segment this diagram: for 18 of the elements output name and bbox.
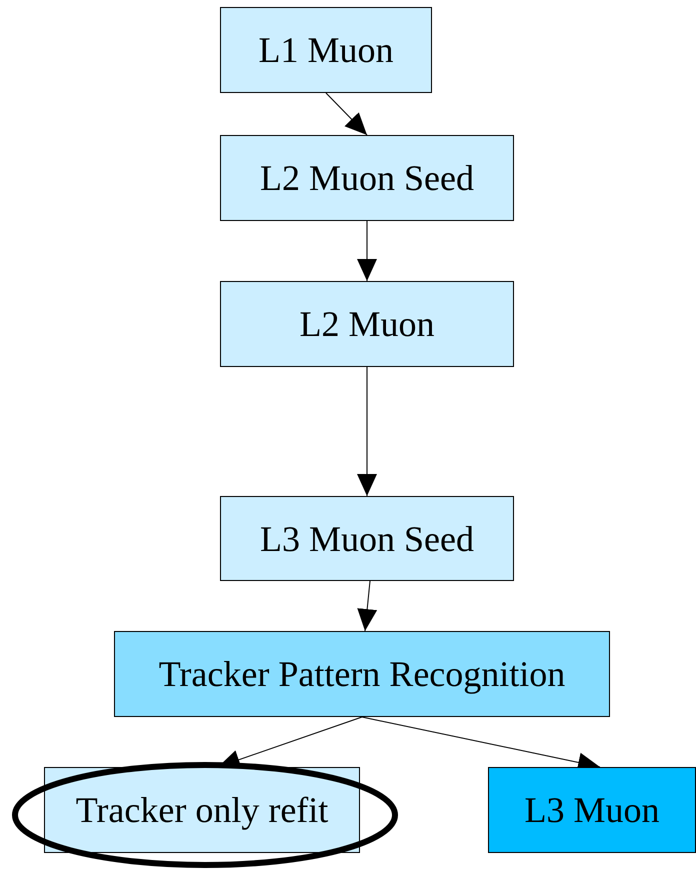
arrow <box>357 220 377 282</box>
process-box <box>44 767 360 853</box>
box-label: Tracker only refit <box>76 789 328 831</box>
arrow <box>357 366 377 496</box>
arrow <box>357 580 378 632</box>
process-box <box>220 496 514 581</box>
process-box <box>220 135 514 221</box>
box-label: Tracker Pattern Recognition <box>158 653 566 695</box>
box-label: L3 Muon <box>524 789 660 831</box>
box-label: L2 Muon <box>300 303 434 345</box>
process-box <box>488 767 696 853</box>
process-box <box>114 631 610 717</box>
box-label: L2 Muon Seed <box>260 157 474 199</box>
box-label: L1 Muon <box>258 29 394 71</box>
process-box <box>220 7 432 93</box>
box-label: L3 Muon Seed <box>260 518 474 560</box>
arrow <box>326 92 368 136</box>
process-box <box>220 281 514 367</box>
